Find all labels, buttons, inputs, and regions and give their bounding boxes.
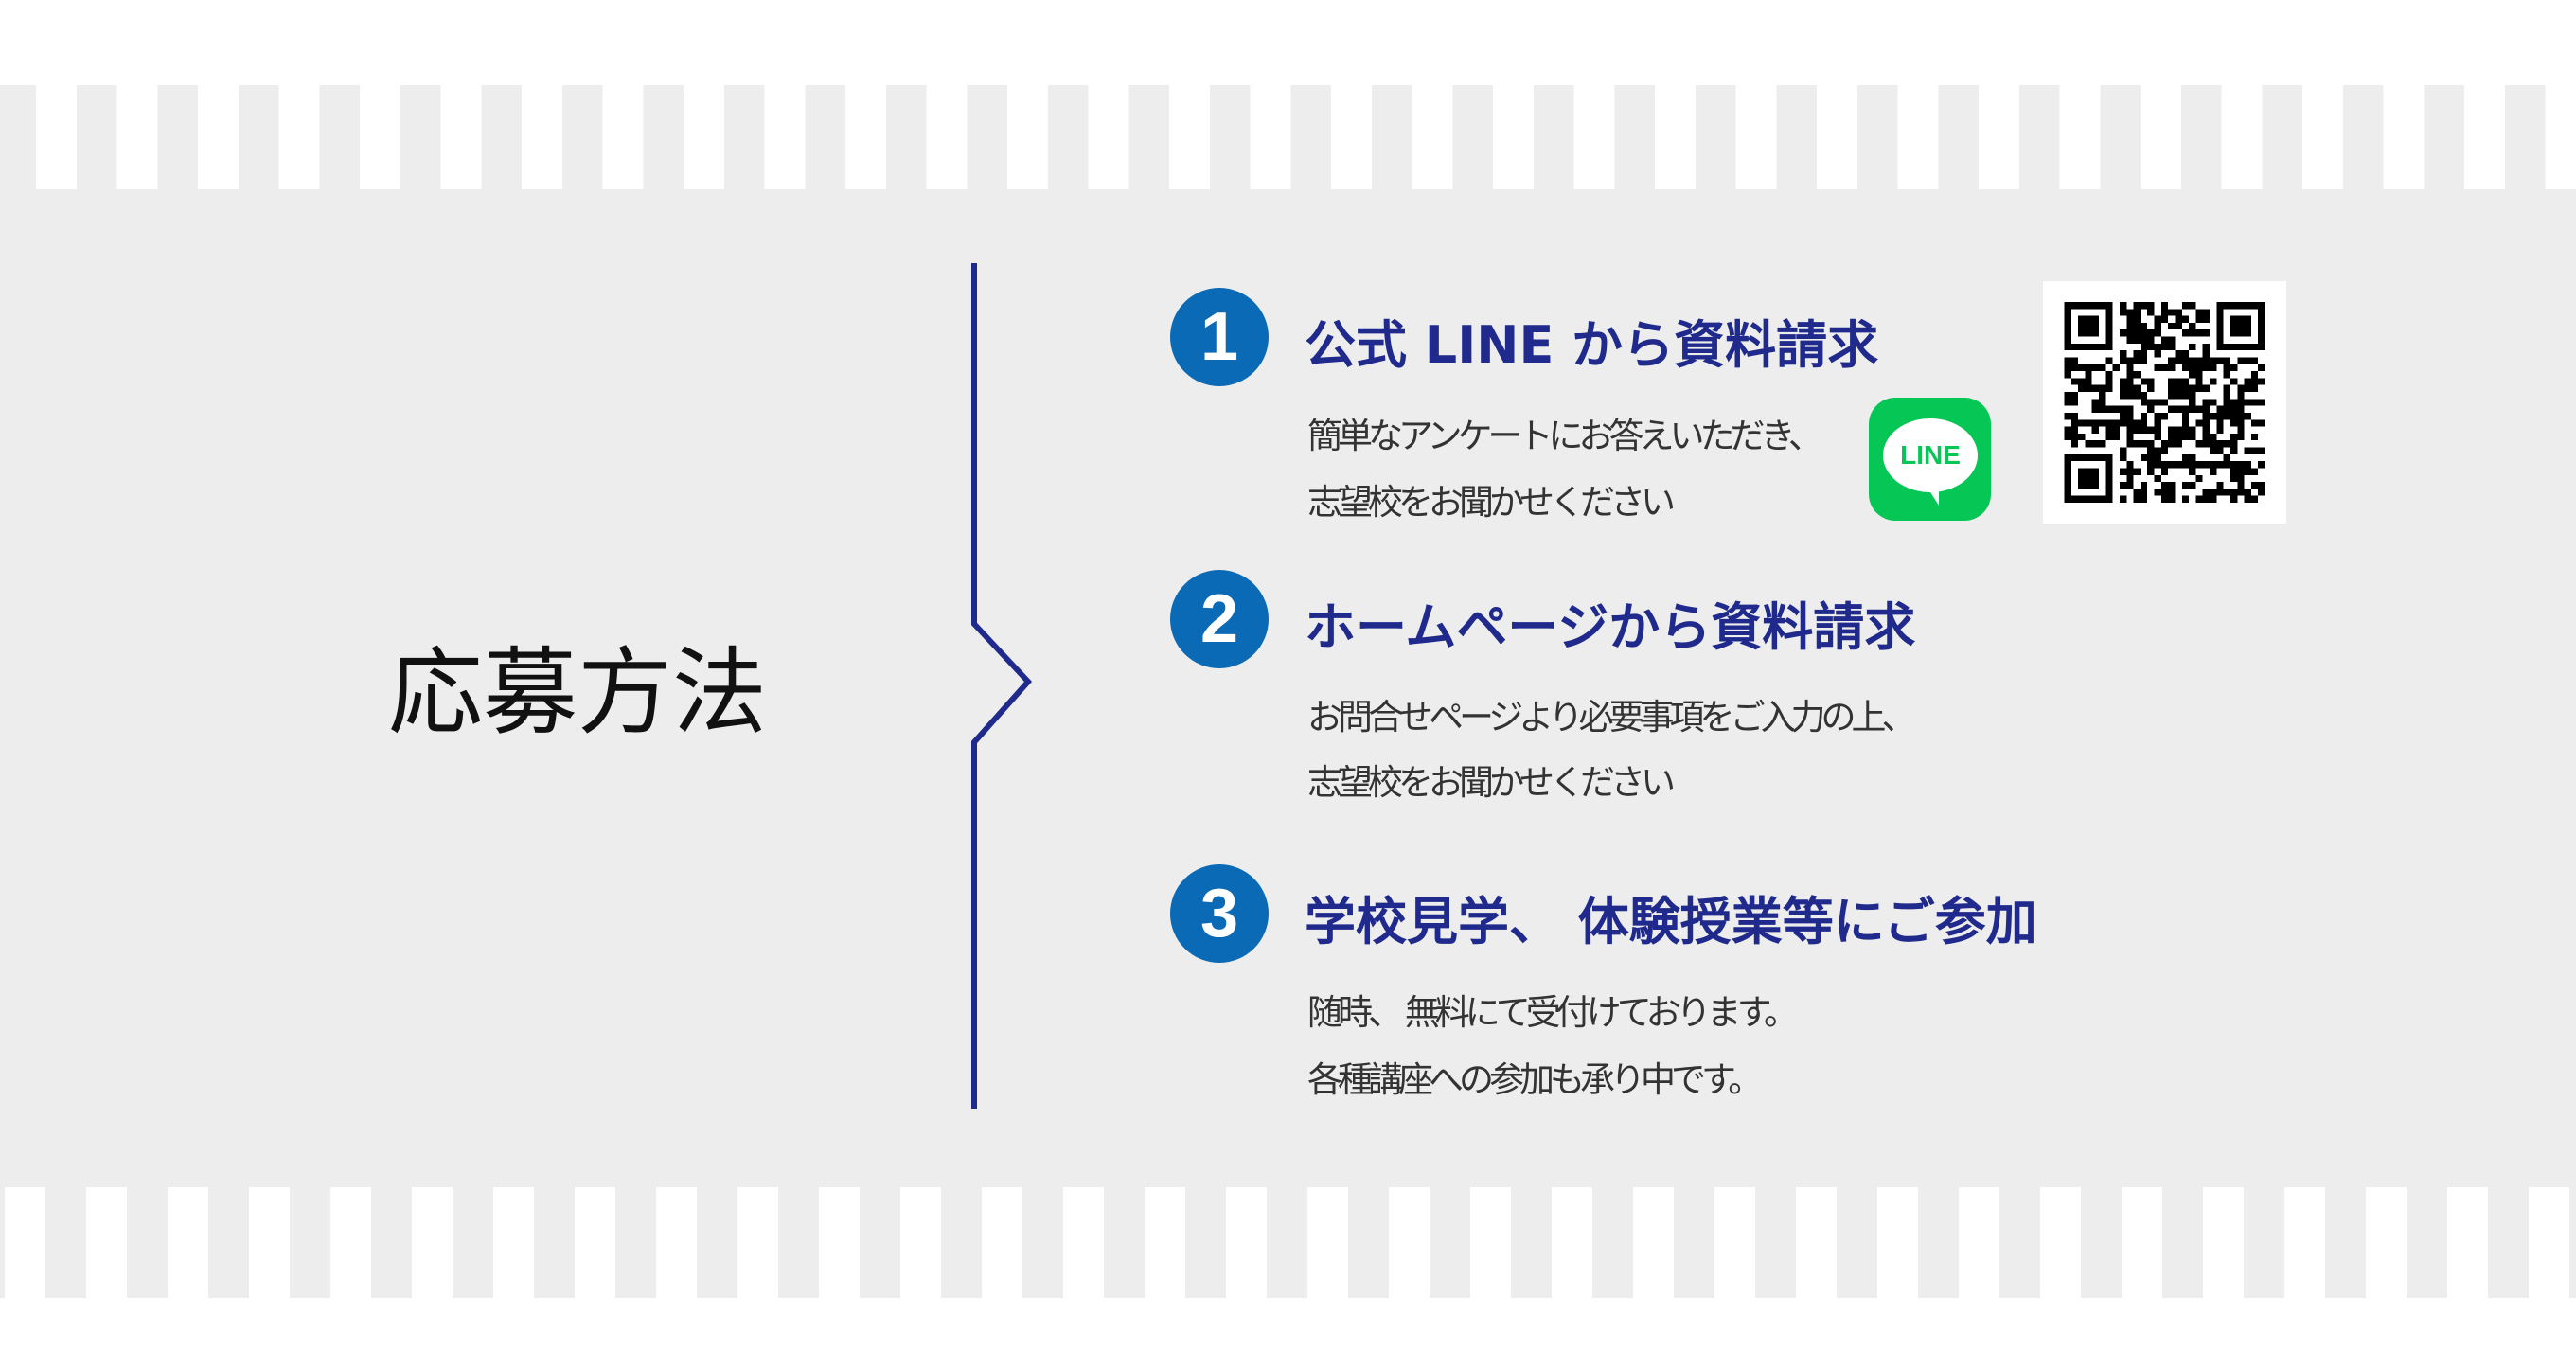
step-1-heading: 公式 LINE から資料請求 <box>1305 315 1879 375</box>
step-2-heading: ホームページから資料請求 <box>1305 597 1916 657</box>
step-3-text-1: 随時、 無料にて受付けております。 <box>1307 992 1799 1033</box>
step-3-heading: 学校見学、 体験授業等にご参加 <box>1305 892 2037 951</box>
step-2-text-2: 志望校をお聞かせください <box>1307 762 1676 803</box>
step-1-text-2: 志望校をお聞かせください <box>1307 482 1676 523</box>
step-number-3: 3 <box>1170 864 1269 963</box>
line-app-icon[interactable]: LINE <box>1869 398 1991 521</box>
top-stripe-border <box>0 85 2576 189</box>
bottom-stripe-border <box>0 1187 2576 1298</box>
background-band <box>0 85 2576 1187</box>
step-1-text-1: 簡単なアンケートにお答えいただき、 <box>1307 416 1823 456</box>
step-number-2: 2 <box>1170 570 1269 668</box>
step-number-1: 1 <box>1170 288 1269 386</box>
section-title: 応募方法 <box>388 637 767 748</box>
line-label: LINE <box>1883 418 1978 492</box>
step-2-text-1: お問合せページより必要事項をご入力の上、 <box>1307 697 1917 737</box>
qr-code-pattern <box>2064 302 2265 503</box>
step-3-text-2: 各種講座への参加も承り中です。 <box>1307 1059 1763 1100</box>
qr-code-icon[interactable] <box>2043 281 2286 524</box>
